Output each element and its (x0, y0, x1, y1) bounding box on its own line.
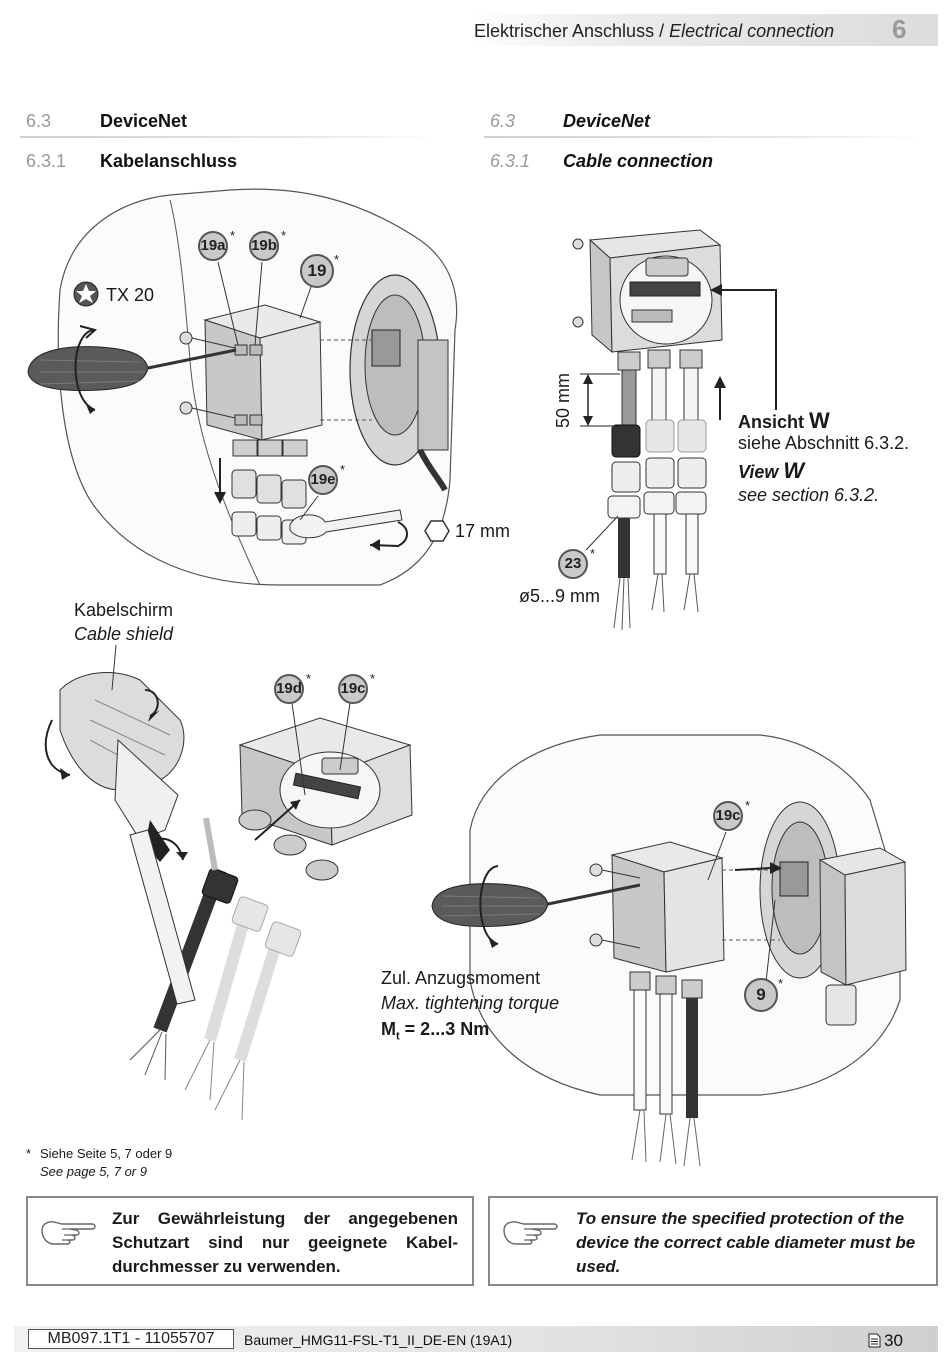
callout-19c-left: 19c (338, 674, 368, 704)
callout-19c-right: 19c (713, 801, 743, 831)
callout-9: 9 (744, 978, 778, 1012)
cable-shield-label-de: Kabelschirm (74, 600, 174, 620)
view-letter-w-en: W (783, 458, 805, 483)
chapter-number: 6 (892, 14, 907, 44)
callout-19d: 19d (274, 674, 304, 704)
section-number-de: 6.3 (26, 111, 52, 131)
torx-icon (73, 281, 99, 307)
header-title-de: Elektrischer Anschluss (474, 21, 655, 41)
header-title-en: Electrical connection (669, 21, 835, 41)
document-name: Baumer_HMG11-FSL-T1_II_DE-EN (19A1) (244, 1332, 513, 1348)
view-reference-de: siehe Abschnitt 6.3.2. (738, 433, 910, 453)
header-separator: / (654, 21, 670, 41)
dimension-50mm: 50 mm (553, 372, 573, 428)
note-box-en: To ensure the specified protection of th… (488, 1196, 938, 1286)
section-rule-en (484, 136, 924, 138)
torque-symbol: M (381, 1019, 396, 1039)
view-heading-de: Ansicht W (738, 408, 830, 434)
callout-asterisk: * (306, 671, 312, 686)
subsection-title-en: Cable connection (563, 151, 714, 171)
cable-diameter-label: ø5...9 mm (519, 586, 601, 606)
hex-nut-icon (424, 520, 450, 542)
callout-23: 23 (558, 549, 588, 579)
section-title-en: DeviceNet (563, 111, 651, 131)
callout-asterisk: * (334, 252, 340, 267)
view-view: View (738, 462, 779, 482)
header-bar (470, 14, 938, 46)
subsection-number-de: 6.3.1 (26, 151, 67, 171)
callout-asterisk: * (370, 671, 376, 686)
callout-19: 19 (300, 254, 334, 288)
footnote-de: Siehe Seite 5, 7 oder 9 (40, 1146, 173, 1161)
torque-label-en: Max. tightening torque (381, 993, 560, 1013)
note-text-en: To ensure the specified protection of th… (576, 1209, 916, 1276)
pointing-hand-icon (41, 1221, 96, 1245)
subsection-number-en: 6.3.1 (490, 151, 531, 171)
callout-asterisk: * (230, 228, 236, 243)
note-text-de: Zur Gewährleistung der angegebenen Schut… (112, 1209, 458, 1276)
callout-asterisk: * (590, 546, 596, 561)
callout-19e: 19e (308, 465, 338, 495)
callout-19b: 19b (249, 231, 279, 261)
torque-range: = 2...3 Nm (399, 1019, 490, 1039)
header-title: Elektrischer Anschluss / Electrical conn… (474, 21, 834, 42)
note-box-de: Zur Gewährleistung der angegebenen Schut… (26, 1196, 474, 1286)
torque-value: Mt = 2...3 Nm (381, 1019, 489, 1043)
document-id: MB097.1T1 - 11055707 (28, 1329, 234, 1349)
page-number: 30 (884, 1331, 903, 1350)
torque-label-de: Zul. Anzugsmoment (381, 968, 541, 988)
footnote-marker: * (26, 1146, 32, 1161)
page-icon (868, 1333, 881, 1348)
view-letter-w: W (809, 408, 830, 433)
section-number-en: 6.3 (490, 111, 516, 131)
pointing-hand-icon (503, 1221, 558, 1245)
section-title-de: DeviceNet (100, 111, 188, 131)
callout-19a: 19a (198, 231, 228, 261)
cable-shield-label-en: Cable shield (74, 624, 174, 644)
view-heading-en: View W (738, 458, 804, 484)
callout-asterisk: * (778, 976, 784, 991)
torx-size-label: TX 20 (106, 285, 155, 305)
callout-asterisk: * (340, 462, 346, 477)
footnote-en: See page 5, 7 or 9 (40, 1164, 147, 1179)
view-ansicht: Ansicht (738, 412, 805, 432)
subsection-title-de: Kabelanschluss (100, 151, 238, 171)
callout-asterisk: * (281, 228, 287, 243)
torque-subscript: t (396, 1030, 400, 1043)
callout-asterisk: * (745, 798, 751, 813)
section-rule-de (20, 136, 440, 138)
wrench-size-label: 17 mm (455, 521, 511, 541)
view-reference-en: see section 6.3.2. (738, 485, 880, 505)
